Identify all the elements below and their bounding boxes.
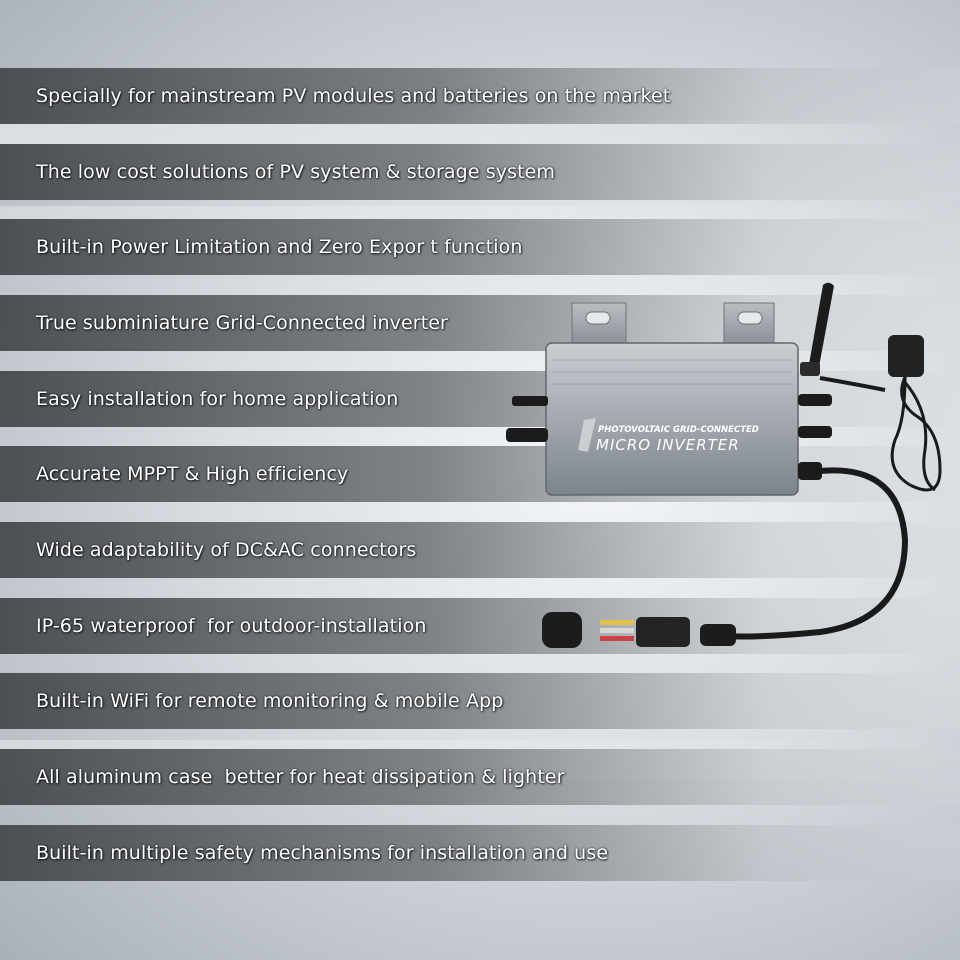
dc-connector-right [798,394,832,480]
dc-connector-left [506,396,548,442]
feature-bar: Accurate MPPT & High efficiency [0,446,960,502]
feature-text: Built-in multiple safety mechanisms for … [36,842,609,864]
feature-bar: The low cost solutions of PV system & st… [0,144,960,200]
feature-text: Built-in Power Limitation and Zero Expor… [36,236,523,258]
mounting-bracket-right [723,302,775,346]
feature-text: Easy installation for home application [36,388,399,410]
product-label-top: PHOTOVOLTAIC GRID-CONNECTED [598,425,759,435]
feature-bar: Built-in WiFi for remote monitoring & mo… [0,673,960,729]
feature-bar: Specially for mainstream PV modules and … [0,68,960,124]
feature-bar: Built-in multiple safety mechanisms for … [0,825,960,881]
inverter-case: PHOTOVOLTAIC GRID-CONNECTED MICRO INVERT… [545,342,799,496]
mounting-bracket-left [571,302,627,346]
feature-text: The low cost solutions of PV system & st… [36,161,556,183]
product-label-main: MICRO INVERTER [596,436,740,454]
feature-bar: IP-65 waterproof for outdoor-installatio… [0,598,960,654]
feature-bar: Easy installation for home application [0,371,960,427]
feature-text: Wide adaptability of DC&AC connectors [36,539,417,561]
feature-text: IP-65 waterproof for outdoor-installatio… [36,615,427,637]
feature-text: Accurate MPPT & High efficiency [36,463,349,485]
antenna [800,282,834,376]
feature-bar: Built-in Power Limitation and Zero Expor… [0,219,960,275]
feature-text: All aluminum case better for heat dissip… [36,766,565,788]
feature-bar: All aluminum case better for heat dissip… [0,749,960,805]
feature-text: Built-in WiFi for remote monitoring & mo… [36,690,504,712]
ct-sensor-cable [819,335,942,492]
ac-output-cable [542,467,909,648]
feature-text: Specially for mainstream PV modules and … [36,85,671,107]
feature-text: True subminiature Grid-Connected inverte… [36,312,448,334]
ac-connector-pins [600,620,634,641]
logo-mark [578,418,596,452]
feature-bar: True subminiature Grid-Connected inverte… [0,295,960,351]
feature-bar: Wide adaptability of DC&AC connectors [0,522,960,578]
